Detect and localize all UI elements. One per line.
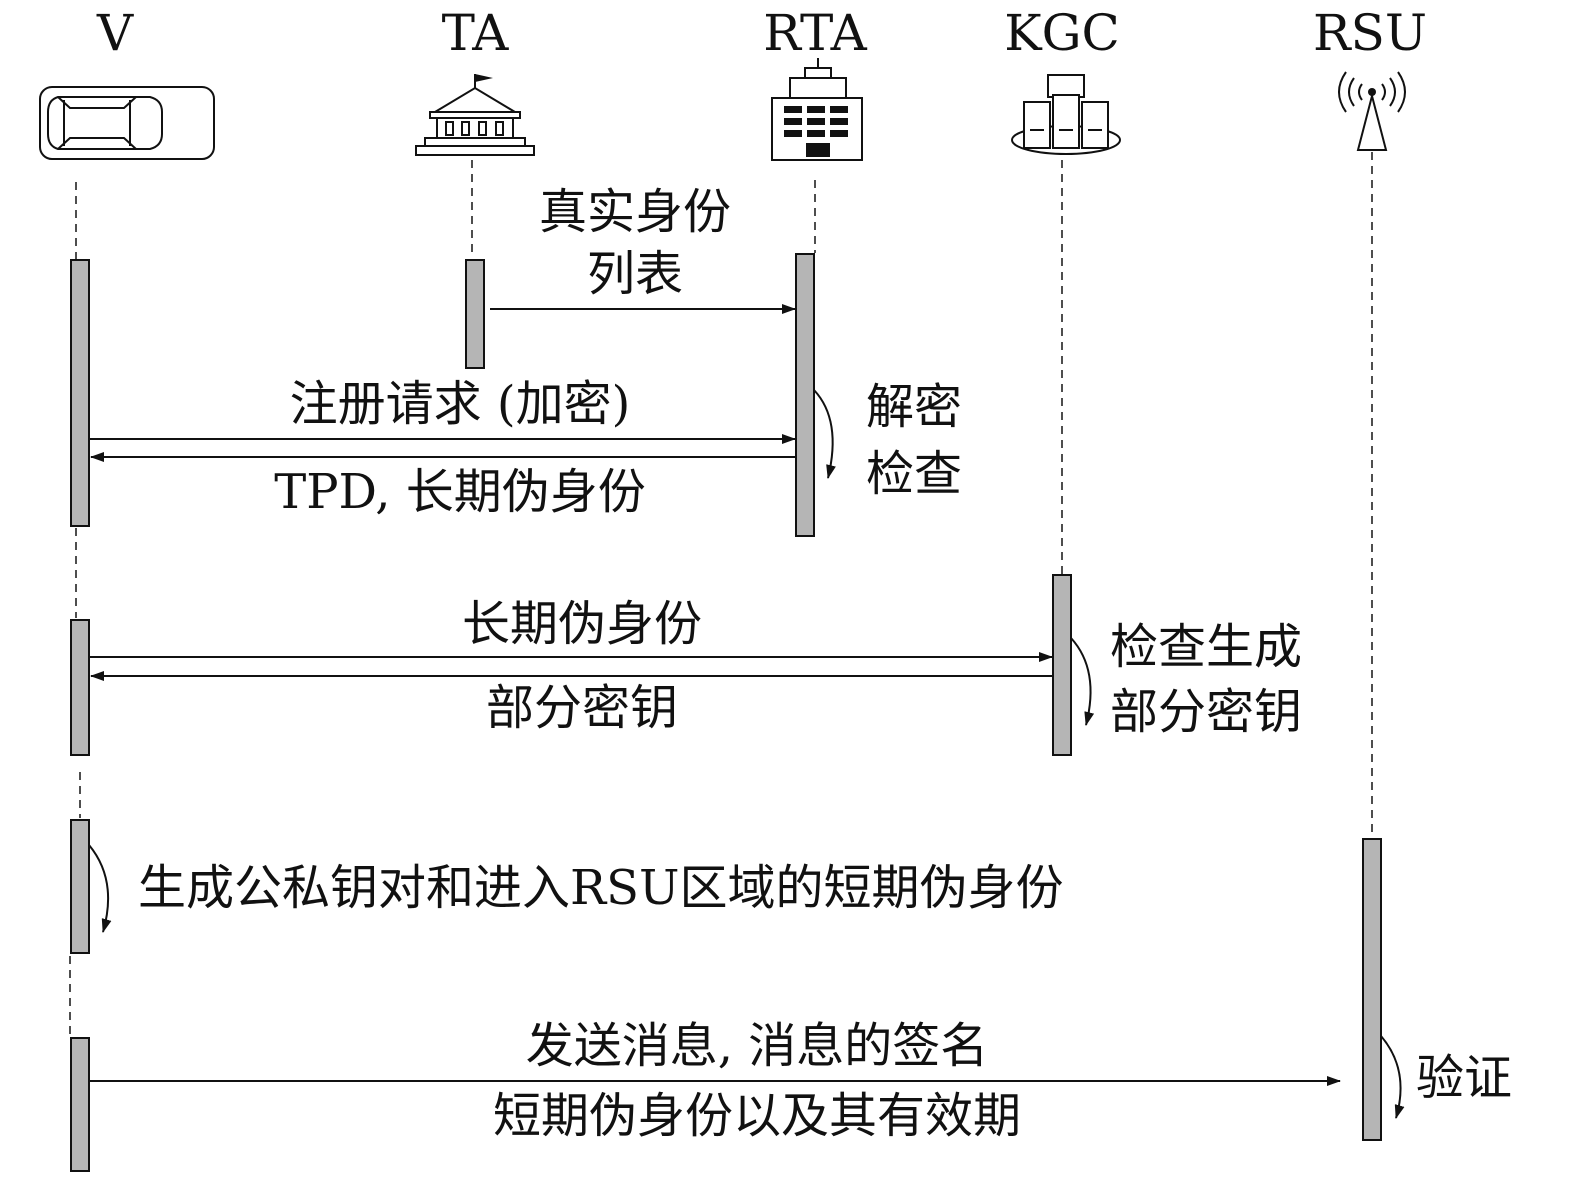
message-label-send-message: 发送消息, 消息的签名 [526,1018,989,1074]
radio-tower-icon [1338,71,1406,151]
self-call-label-decrypt-check: 检查 [866,446,962,502]
self-call-label-check-generate: 部分密钥 [1110,684,1302,740]
actor-label-ta: TA [442,4,510,62]
activation-bar-ta [465,259,485,369]
government-building-icon [415,74,535,156]
self-call-label-check-generate: 检查生成 [1110,619,1302,675]
message-label-long-term-pseudonym: 长期伪身份 [462,596,702,652]
message-label-real-id-list: 真实身份 [539,184,731,240]
activation-bar-v [70,619,90,756]
activation-bar-v [70,259,90,527]
self-call-label-decrypt-check: 解密 [866,379,962,435]
actor-label-v: V [96,4,134,62]
car-icon [39,86,215,160]
self-call-label-generate-keys: 生成公私钥对和进入RSU区域的短期伪身份 [138,860,1063,916]
activation-bar-rsu [1362,838,1382,1141]
message-label-send-message: 短期伪身份以及其有效期 [493,1088,1021,1144]
self-call-arrow-check-generate [1070,637,1095,726]
activation-bar-v [70,1037,90,1172]
office-building-icon [771,58,863,161]
self-call-arrow-verify [1380,1035,1405,1119]
self-call-arrow-decrypt-check [813,389,836,479]
activation-bar-kgc [1052,574,1072,756]
lifeline-v [69,182,81,1036]
self-call-arrow-generate-keys [88,844,112,933]
self-call-label-verify: 验证 [1416,1050,1512,1106]
message-label-register-request: 注册请求 (加密) [290,376,631,432]
actor-label-rta: RTA [763,4,867,62]
actor-label-rsu: RSU [1313,4,1427,62]
message-label-real-id-list: 列表 [587,246,683,302]
message-label-tpd-reply: TPD, 长期伪身份 [274,464,646,520]
message-label-partial-key: 部分密钥 [486,680,678,736]
actor-label-kgc: KGC [1004,4,1120,62]
activation-bar-v [70,819,90,954]
activation-bar-rta [795,253,815,537]
server-cluster-icon [1011,74,1121,155]
